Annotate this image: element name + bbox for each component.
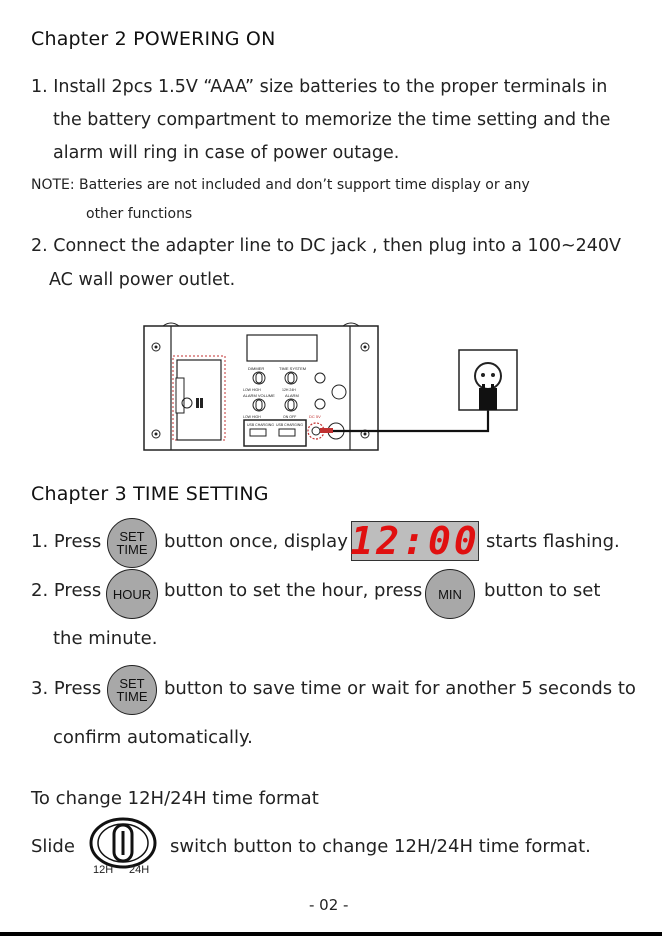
page-number: - 02 - — [309, 896, 349, 914]
ch3-step2-end: button to set — [484, 580, 601, 601]
svg-text:TIME SYSTEM: TIME SYSTEM — [279, 366, 306, 371]
step2-line1: 2. Connect the adapter line to DC jack ,… — [31, 236, 621, 256]
ch3-step2-press: 2. Press — [31, 580, 102, 601]
svg-text:ON OFF: ON OFF — [283, 415, 296, 419]
set-time-button[interactable]: SET TIME — [107, 518, 157, 568]
ch3-step3-line2: confirm automatically. — [53, 727, 253, 748]
svg-text:LOW HIGH: LOW HIGH — [243, 388, 261, 392]
ch3-step1-end: starts flashing. — [486, 531, 620, 552]
svg-text:DIMMER: DIMMER — [248, 366, 264, 371]
ch3-step2-mid: button to set the hour, press — [164, 580, 423, 601]
slide-label: Slide — [31, 836, 75, 857]
slide-text: switch button to change 12H/24H time for… — [170, 836, 591, 857]
step1-line1: 1. Install 2pcs 1.5V “AAA” size batterie… — [31, 77, 608, 97]
svg-text:USB CHARGING: USB CHARGING — [276, 423, 303, 427]
svg-text:LOW HIGH: LOW HIGH — [243, 415, 261, 419]
label-24h: 24H — [129, 864, 150, 876]
svg-text:12H 24H: 12H 24H — [282, 388, 296, 392]
svg-text:DC 5V: DC 5V — [309, 414, 321, 419]
lcd-digits: 12:00 — [350, 519, 480, 563]
min-button[interactable]: MIN — [425, 569, 475, 619]
note-line2: other functions — [86, 206, 193, 222]
note-line1: NOTE: Batteries are not included and don… — [31, 177, 530, 193]
hour-button[interactable]: HOUR — [106, 569, 158, 619]
bottom-rule — [0, 932, 662, 936]
svg-text:USB CHARGING: USB CHARGING — [247, 423, 274, 427]
ch3-step3-press: 3. Press — [31, 678, 102, 699]
svg-text:ALARM: ALARM — [285, 393, 299, 398]
step1-line3: alarm will ring in case of power outage. — [53, 143, 400, 163]
device-back-panel-illustration: DIMMER TIME SYSTEM LOW HIGH 12H 24H ALAR… — [143, 322, 518, 451]
ch3-step2-line2: the minute. — [53, 628, 158, 649]
step2-line2: AC wall power outlet. — [49, 270, 236, 290]
ch3-step3-mid: button to save time or wait for another … — [164, 678, 636, 699]
set-time-button-2[interactable]: SET TIME — [107, 665, 157, 715]
format-title: To change 12H/24H time format — [31, 788, 319, 809]
time-format-switch[interactable] — [87, 815, 159, 871]
ch3-step1-press: 1. Press — [31, 531, 102, 552]
ch3-step1-mid: button once, display — [164, 531, 348, 552]
svg-text:ALARM VOLUME: ALARM VOLUME — [243, 393, 275, 398]
step1-line2: the battery compartment to memorize the … — [53, 110, 611, 130]
chapter3-title: Chapter 3 TIME SETTING — [31, 483, 269, 505]
label-12h: 12H — [93, 864, 114, 876]
lcd-display: 12:00 — [350, 519, 480, 563]
chapter2-title: Chapter 2 POWERING ON — [31, 28, 276, 50]
